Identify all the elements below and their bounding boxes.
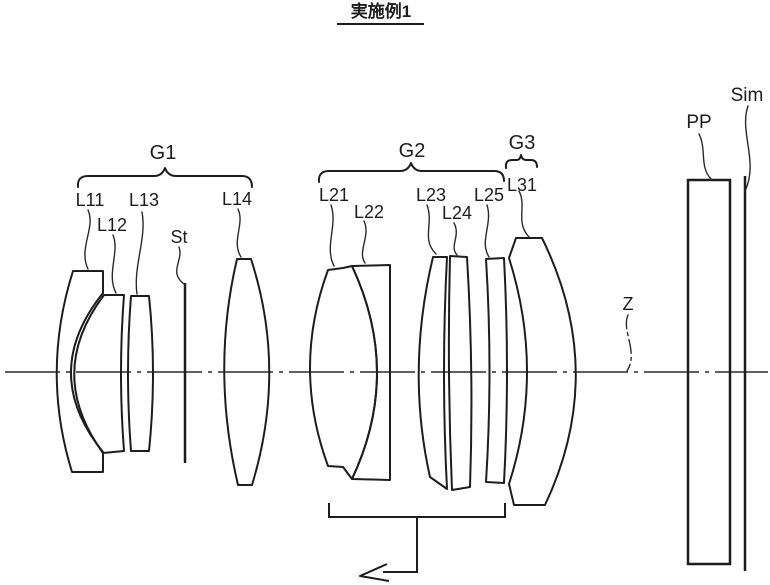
brace-g3: [504, 154, 538, 169]
label-l22: L22: [354, 202, 384, 222]
leader-st: [176, 246, 185, 285]
label-l12: L12: [97, 215, 127, 235]
brace-g2: [317, 162, 505, 183]
label-l25: L25: [474, 185, 504, 205]
lens-L23: [417, 256, 448, 490]
label-g3: G3: [509, 132, 536, 154]
leader-l24: [453, 222, 458, 256]
label-l14: L14: [222, 189, 252, 209]
leader-pp: [698, 133, 712, 180]
leader-l13: [135, 211, 144, 295]
lens-L12: [73, 294, 125, 454]
leader-sim: [744, 105, 751, 192]
lens-L14: [223, 258, 271, 486]
brace-g1: [76, 167, 253, 188]
leader-l22: [361, 220, 367, 264]
figure-title: 実施例1: [351, 1, 411, 21]
label-sim: Sim: [731, 85, 764, 106]
label-g1: G1: [150, 142, 177, 164]
leader-l12: [111, 234, 117, 294]
focus-arrowhead-icon: [359, 563, 390, 582]
label-st: St: [170, 227, 187, 247]
pp-plate: [686, 178, 732, 566]
leader-l31: [518, 190, 530, 238]
lens-L11: [55, 270, 104, 473]
leader-l25: [484, 204, 490, 258]
lens-L25: [485, 257, 508, 484]
lens-L22: [351, 264, 391, 481]
leader-l23: [426, 204, 437, 255]
label-l13: L13: [129, 190, 159, 210]
leader-z: [625, 314, 632, 372]
leader-l14: [236, 208, 242, 258]
leader-l21: [329, 204, 335, 267]
label-g2: G2: [399, 140, 426, 162]
label-l24: L24: [442, 203, 472, 223]
label-l11: L11: [76, 190, 105, 210]
label-z: Z: [623, 294, 634, 314]
leader-l11: [84, 209, 91, 270]
label-l31: L31: [507, 175, 537, 195]
lens-L13: [127, 295, 154, 452]
focus-arrow-stem: [383, 517, 418, 573]
lens-L24: [447, 255, 473, 491]
focus-bracket: [328, 503, 506, 518]
label-l21: L21: [319, 185, 349, 205]
label-l23: L23: [416, 185, 446, 205]
lens-L31: [508, 237, 577, 506]
label-pp: PP: [686, 112, 711, 133]
